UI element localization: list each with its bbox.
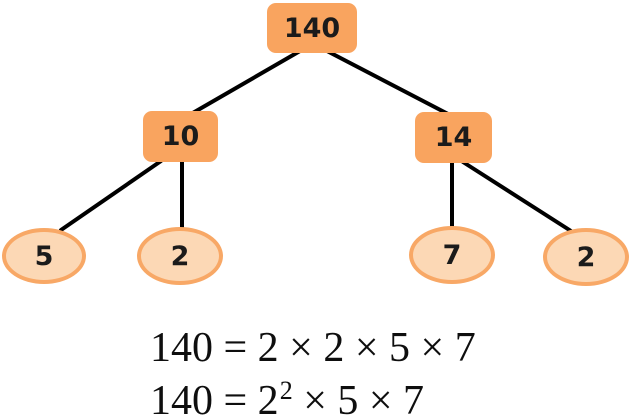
equation-expanded-text: 140 = 2 × 2 × 5 × 7 — [150, 325, 476, 371]
edge-10-5 — [59, 159, 163, 232]
tree-node-14-label: 14 — [434, 122, 473, 153]
tree-node-2-right-label: 2 — [576, 241, 596, 273]
tree-node-10: 10 — [143, 111, 218, 162]
tree-node-7-label: 7 — [442, 239, 462, 271]
edge-140-14 — [325, 49, 452, 117]
tree-node-7: 7 — [409, 226, 495, 284]
tree-node-2-left: 2 — [137, 227, 223, 285]
tree-node-5: 5 — [2, 228, 86, 284]
equation-index-form: 140 = 22 × 5 × 7 — [150, 378, 424, 420]
tree-node-5-label: 5 — [34, 240, 54, 272]
tree-node-14: 14 — [415, 112, 492, 163]
equation-index-base: 140 = 2 — [150, 378, 279, 420]
edge-14-2 — [461, 160, 573, 233]
equation-index-exponent: 2 — [279, 376, 293, 405]
tree-node-140: 140 — [267, 3, 357, 53]
edge-140-10 — [189, 49, 302, 116]
tree-node-140-label: 140 — [283, 12, 341, 44]
tree-node-2-right: 2 — [543, 228, 629, 286]
tree-node-10-label: 10 — [161, 121, 200, 152]
equation-index-rest: × 5 × 7 — [292, 378, 425, 420]
tree-node-2-left-label: 2 — [170, 240, 190, 272]
equation-expanded-form: 140 = 2 × 2 × 5 × 7 — [150, 327, 476, 369]
